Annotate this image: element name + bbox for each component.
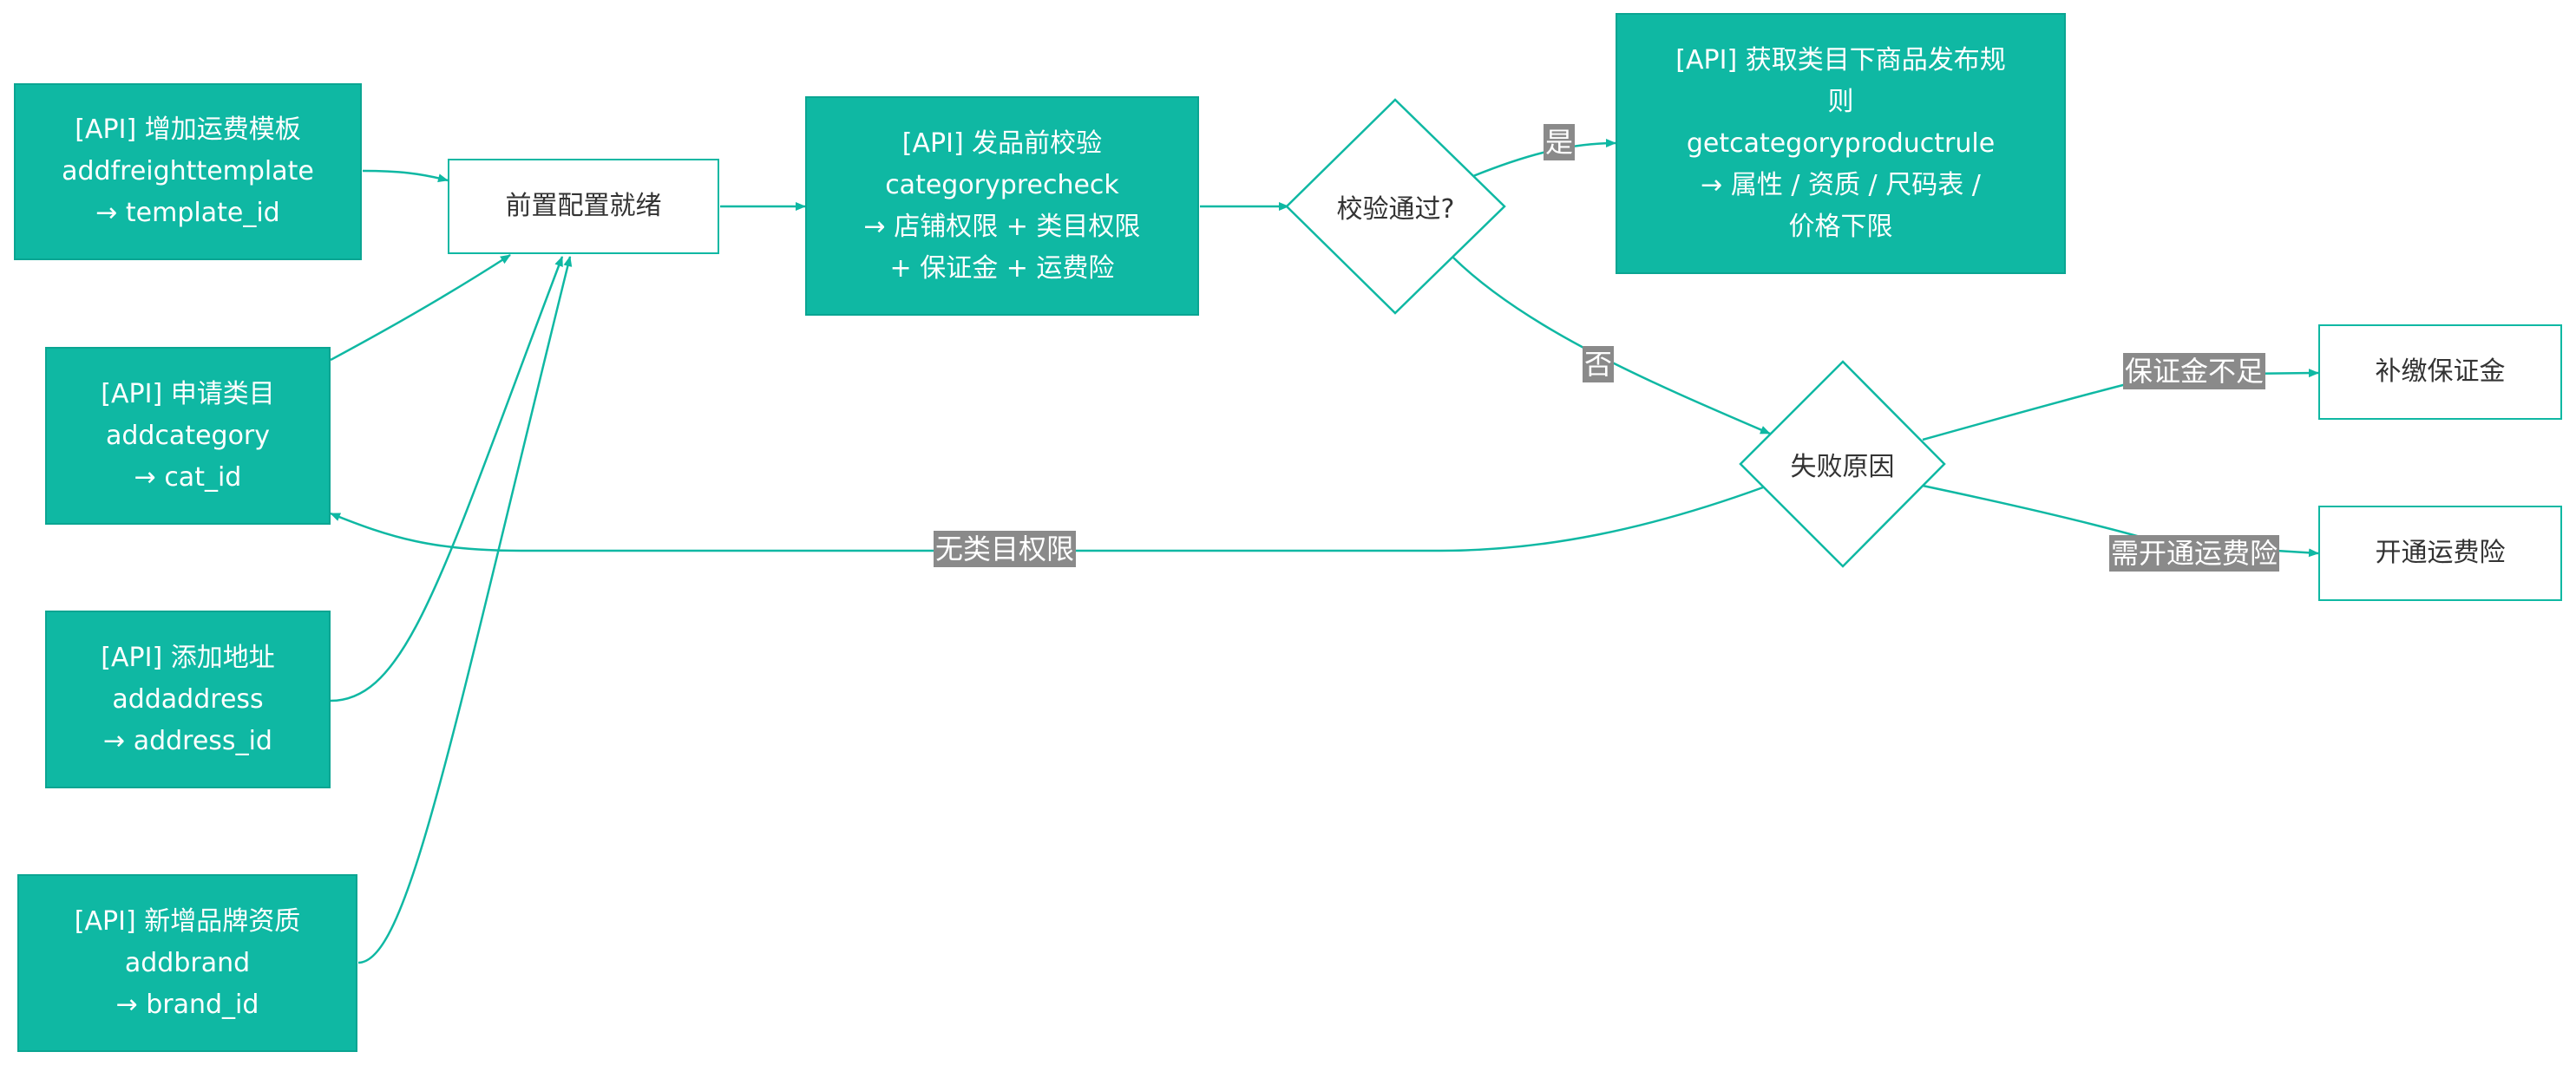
node-precheck-label: [API] 发品前校验 categoryprecheck → 店铺权限 + 类目… — [863, 127, 1141, 284]
edge-label-no: 否 — [1583, 346, 1615, 382]
node-add-freight-template[interactable]: [API] 增加运费模板 addfreighttemplate → templa… — [14, 83, 362, 260]
edge-freight-to-ready — [362, 169, 449, 183]
node-enable-freight-insurance[interactable]: 开通运费险 — [2318, 506, 2562, 601]
edge-category-to-ready — [330, 253, 511, 362]
edge-address-to-ready — [330, 256, 564, 702]
node-config-ready-label: 前置配置就绪 — [505, 191, 662, 221]
edge-reason-to-category — [330, 486, 1764, 552]
node-pay-deposit[interactable]: 补缴保证金 — [2318, 324, 2562, 420]
node-get-category-rule-label: [API] 获取类目下商品发布规 则 getcategoryproductrul… — [1675, 44, 2006, 242]
edge-brand-to-ready — [357, 256, 573, 964]
node-add-address[interactable]: [API] 添加地址 addaddress → address_id — [45, 611, 331, 788]
node-add-brand-label: [API] 新增品牌资质 addbrand → brand_id — [74, 905, 301, 1020]
node-add-freight-template-label: [API] 增加运费模板 addfreighttemplate → templa… — [62, 114, 314, 228]
decision-reason-label: 失败原因 — [1790, 452, 1895, 482]
node-config-ready[interactable]: 前置配置就绪 — [448, 159, 719, 254]
decision-diamond-pass — [1285, 98, 1506, 315]
decision-diamond-reason — [1739, 360, 1946, 568]
node-enable-freight-insurance-label: 开通运费险 — [2375, 538, 2506, 568]
node-pay-deposit-label: 补缴保证金 — [2375, 356, 2506, 387]
node-add-brand[interactable]: [API] 新增品牌资质 addbrand → brand_id — [17, 874, 357, 1052]
edge-label-deposit-short: 保证金不足 — [2123, 353, 2266, 389]
edge-label-need-insurance: 需开通运费险 — [2109, 535, 2280, 572]
edge-label-yes: 是 — [1544, 124, 1576, 160]
node-add-address-label: [API] 添加地址 addaddress → address_id — [101, 642, 275, 756]
node-get-category-rule[interactable]: [API] 获取类目下商品发布规 则 getcategoryproductrul… — [1616, 13, 2066, 274]
edge-label-no-category: 无类目权限 — [934, 531, 1077, 567]
node-precheck[interactable]: [API] 发品前校验 categoryprecheck → 店铺权限 + 类目… — [805, 96, 1199, 316]
node-add-category[interactable]: [API] 申请类目 addcategory → cat_id — [45, 347, 331, 525]
decision-pass-label: 校验通过? — [1336, 194, 1455, 225]
node-add-category-label: [API] 申请类目 addcategory → cat_id — [101, 378, 275, 493]
